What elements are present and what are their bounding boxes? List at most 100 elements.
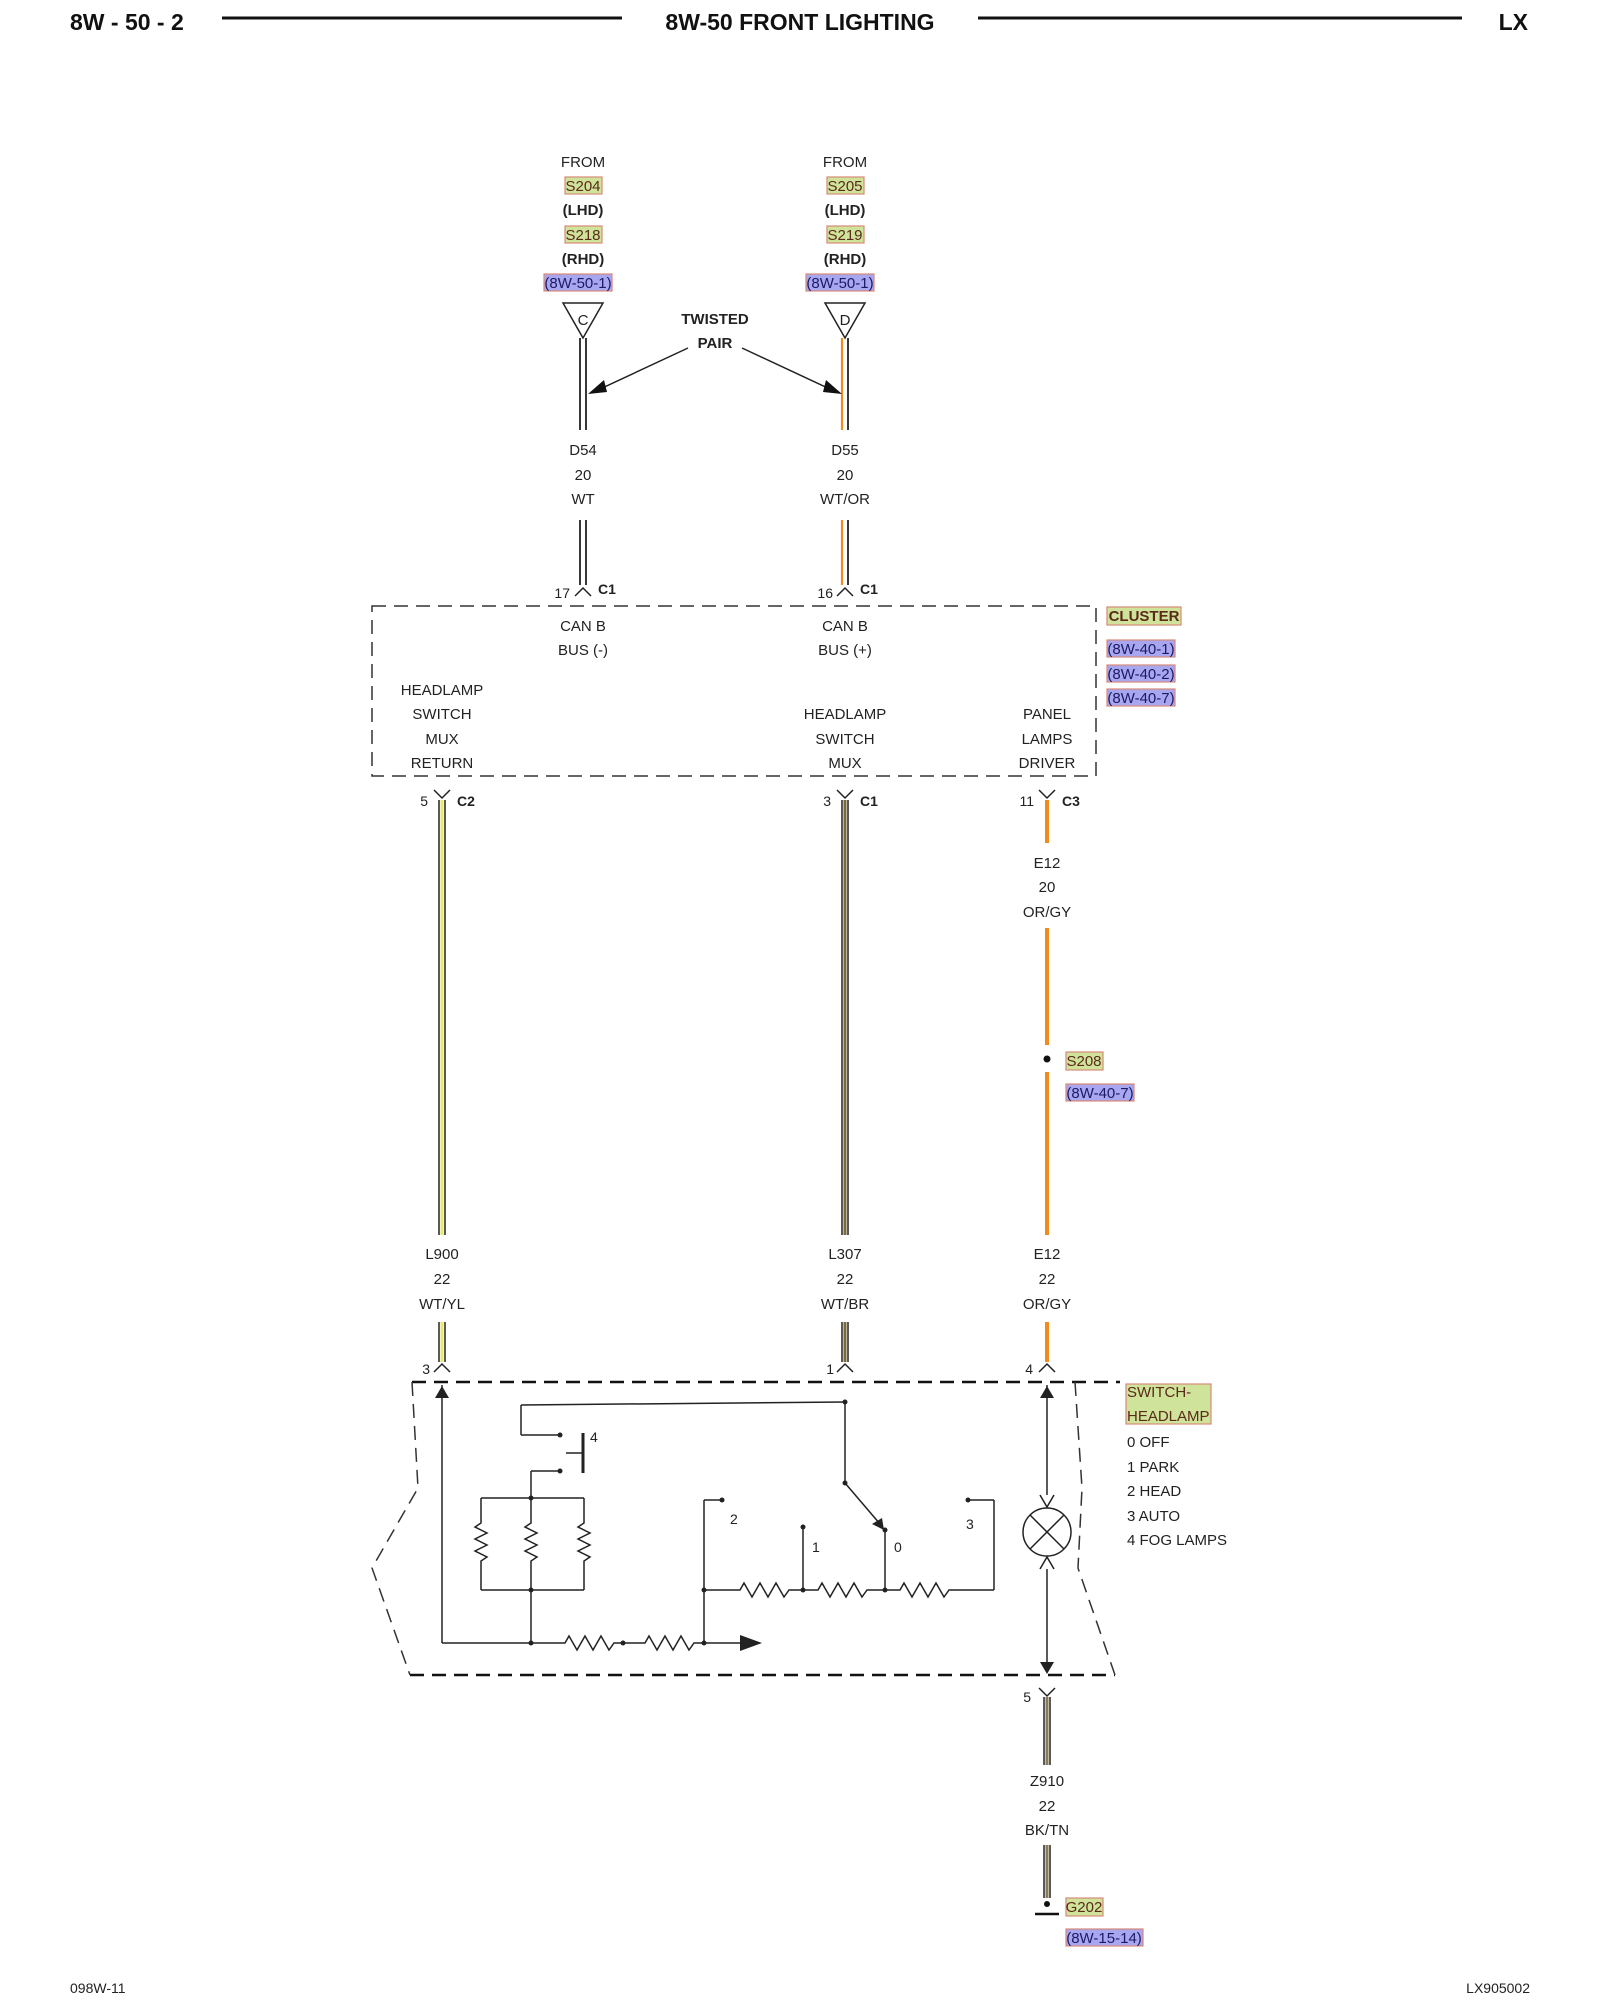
wire-color-e12-bottom: OR/GY	[1023, 1296, 1071, 1313]
wire-d55-lower	[840, 520, 849, 585]
source-right: FROM S205 (LHD) S219 (RHD) (8W-50-1) D	[805, 154, 875, 340]
page-ref-box[interactable]	[1065, 1928, 1144, 1947]
arrowhead-right	[823, 380, 842, 394]
pin-17: 17	[554, 585, 570, 601]
component-link-box[interactable]	[1125, 1383, 1212, 1425]
mux-return-line-3: MUX	[425, 731, 458, 748]
cluster-link[interactable]: CLUSTER	[1109, 608, 1180, 625]
wire-color-e12-top: OR/GY	[1023, 904, 1071, 921]
pin-marker-5-c2	[433, 789, 451, 800]
wire-d54-lower	[579, 520, 587, 585]
page-number: 8W - 50 - 2	[70, 9, 184, 35]
page-title: 8W-50 FRONT LIGHTING	[665, 9, 934, 35]
splice-link-s205[interactable]: S205	[827, 178, 862, 195]
contact-label-2: 2	[730, 1511, 738, 1527]
page-ref-box[interactable]	[805, 273, 875, 292]
wire-code-d54: D54	[569, 442, 597, 459]
wire-l307	[841, 800, 849, 1235]
source-left: FROM S204 (LHD) S218 (RHD) (8W-50-1) C	[543, 154, 613, 340]
pin-marker-16	[836, 586, 854, 597]
wire-gauge-z910: 22	[1039, 1798, 1056, 1815]
ground-dot	[1044, 1901, 1050, 1907]
page-ref-box[interactable]	[1106, 688, 1176, 707]
rhd-note-right: (RHD)	[824, 251, 867, 268]
splice-link-box[interactable]	[564, 225, 603, 244]
cluster-module-outline	[371, 605, 1097, 777]
wire-d54-upper	[579, 338, 587, 430]
splice-link-box[interactable]	[826, 225, 865, 244]
page-ref-box[interactable]	[1106, 664, 1176, 683]
page-ref-8w-50-1-right[interactable]: (8W-50-1)	[806, 275, 873, 292]
connector-letter-d: D	[840, 312, 851, 329]
wire-color-l900: WT/YL	[419, 1296, 465, 1313]
wire-z910-upper	[1043, 1697, 1051, 1765]
page-ref-box[interactable]	[543, 273, 613, 292]
contact-label-0: 0	[894, 1539, 902, 1555]
panel-driver-line-3: DRIVER	[1019, 755, 1076, 772]
twisted-pair-arrow-right	[741, 347, 833, 391]
ground-ref-8w-15-14[interactable]: (8W-15-14)	[1066, 1930, 1142, 1947]
switch-pin-1: 1	[826, 1361, 834, 1377]
cluster-ref-8w-40-2[interactable]: (8W-40-2)	[1107, 666, 1174, 683]
wire-color-l307: WT/BR	[821, 1296, 869, 1313]
pin-16: 16	[817, 585, 833, 601]
pin-marker-3-c1	[836, 789, 854, 800]
pin-11-c3: 11	[1019, 793, 1034, 809]
wire-z910-lower	[1043, 1845, 1051, 1898]
wire-gauge-e12-top: 20	[1039, 879, 1056, 896]
splice-dot-s208	[1043, 1055, 1051, 1063]
wire-gauge-d54: 20	[575, 467, 592, 484]
lhd-note-left: (LHD)	[563, 202, 604, 219]
pin-3-c1: 3	[823, 793, 831, 809]
connector-letter-c: C	[578, 312, 589, 329]
wire-code-l900: L900	[425, 1246, 458, 1263]
splice-link-s208[interactable]: S208	[1066, 1053, 1101, 1070]
ground-link-g202[interactable]: G202	[1066, 1899, 1103, 1916]
pin-marker-switch-5	[1038, 1687, 1056, 1698]
splice-link-s219[interactable]: S219	[827, 227, 862, 244]
switch-internal-circuit	[435, 1385, 1072, 1674]
wire-gauge-e12-bottom: 22	[1039, 1271, 1056, 1288]
splice-ref-8w-40-7[interactable]: (8W-40-7)	[1066, 1085, 1133, 1102]
pin-5-c2-connector: C2	[457, 793, 475, 809]
panel-driver-line-2: LAMPS	[1022, 731, 1073, 748]
switch-position-2: 2 HEAD	[1127, 1483, 1181, 1500]
switch-position-3: 3 AUTO	[1127, 1508, 1180, 1525]
lhd-note-right: (LHD)	[825, 202, 866, 219]
contact-label-3: 3	[966, 1516, 974, 1532]
wire-l900	[438, 800, 446, 1235]
mux-line-3: MUX	[828, 755, 861, 772]
pin-11-c3-connector: C3	[1062, 793, 1080, 809]
component-link-box[interactable]	[1106, 606, 1182, 626]
wire-color-d54: WT	[571, 491, 594, 508]
page-ref-8w-50-1-left[interactable]: (8W-50-1)	[544, 275, 611, 292]
wire-code-d55: D55	[831, 442, 859, 459]
cluster-ref-8w-40-7[interactable]: (8W-40-7)	[1107, 690, 1174, 707]
switch-pin-5: 5	[1023, 1689, 1031, 1705]
cluster-ref-8w-40-1[interactable]: (8W-40-1)	[1107, 641, 1174, 658]
footer-left-code: 098W-11	[70, 1980, 126, 1996]
switch-name-line-1[interactable]: SWITCH-	[1127, 1384, 1191, 1401]
splice-link-box[interactable]	[564, 176, 603, 195]
contact-label-1: 1	[812, 1539, 820, 1555]
panel-driver-line-1: PANEL	[1023, 706, 1071, 723]
splice-link-box[interactable]	[826, 176, 865, 195]
splice-link-s204[interactable]: S204	[565, 178, 600, 195]
can-plus-line-1: CAN B	[822, 618, 868, 635]
page-ref-box[interactable]	[1065, 1083, 1135, 1102]
rhd-note-left: (RHD)	[562, 251, 605, 268]
switch-position-4: 4 FOG LAMPS	[1127, 1532, 1227, 1549]
can-minus-line-2: BUS (-)	[558, 642, 608, 659]
splice-link-s218[interactable]: S218	[565, 227, 600, 244]
pin-marker-17	[574, 586, 592, 597]
mux-return-line-1: HEADLAMP	[401, 682, 484, 699]
splice-link-box[interactable]	[1065, 1051, 1104, 1071]
ground-link-box[interactable]	[1065, 1897, 1104, 1917]
wire-gauge-d55: 20	[837, 467, 854, 484]
connector-triangle-d	[823, 302, 867, 340]
wire-code-e12-bottom: E12	[1034, 1246, 1061, 1263]
pin-16-connector: C1	[860, 581, 878, 597]
switch-name-line-2[interactable]: HEADLAMP	[1127, 1408, 1210, 1425]
page-ref-box[interactable]	[1106, 639, 1176, 658]
